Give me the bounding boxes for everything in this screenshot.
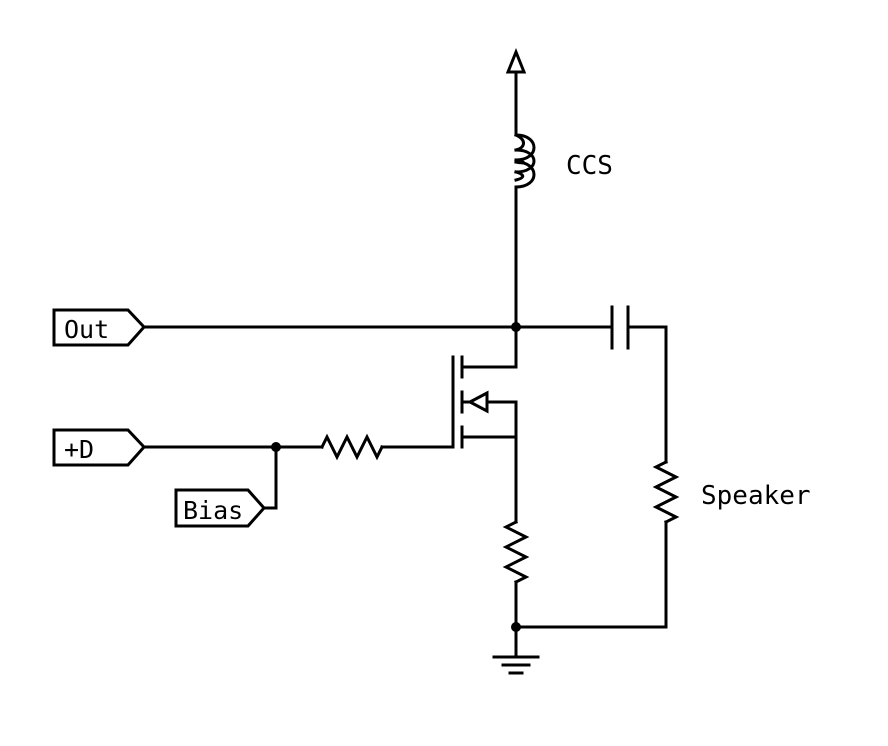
junction-dot (511, 622, 521, 632)
out-port-label: Out (64, 315, 109, 344)
mosfet-transistor (451, 355, 518, 449)
speaker-label: Speaker (701, 481, 811, 511)
ground-icon (492, 655, 540, 675)
supply-arrow-icon (505, 47, 527, 74)
bias-port-label: Bias (183, 496, 243, 525)
plus-d-port-label: +D (64, 435, 94, 464)
source-resistor (502, 519, 530, 585)
bias-port: Bias (174, 488, 267, 528)
junction-dot (511, 322, 521, 332)
plus-d-port: +D (52, 428, 147, 467)
out-port: Out (52, 308, 147, 347)
output-capacitor (610, 305, 630, 350)
gate-resistor (319, 433, 385, 461)
speaker-resistor (652, 459, 680, 525)
ccs-label: CCS (566, 151, 613, 181)
ccs-inductor (514, 133, 536, 189)
